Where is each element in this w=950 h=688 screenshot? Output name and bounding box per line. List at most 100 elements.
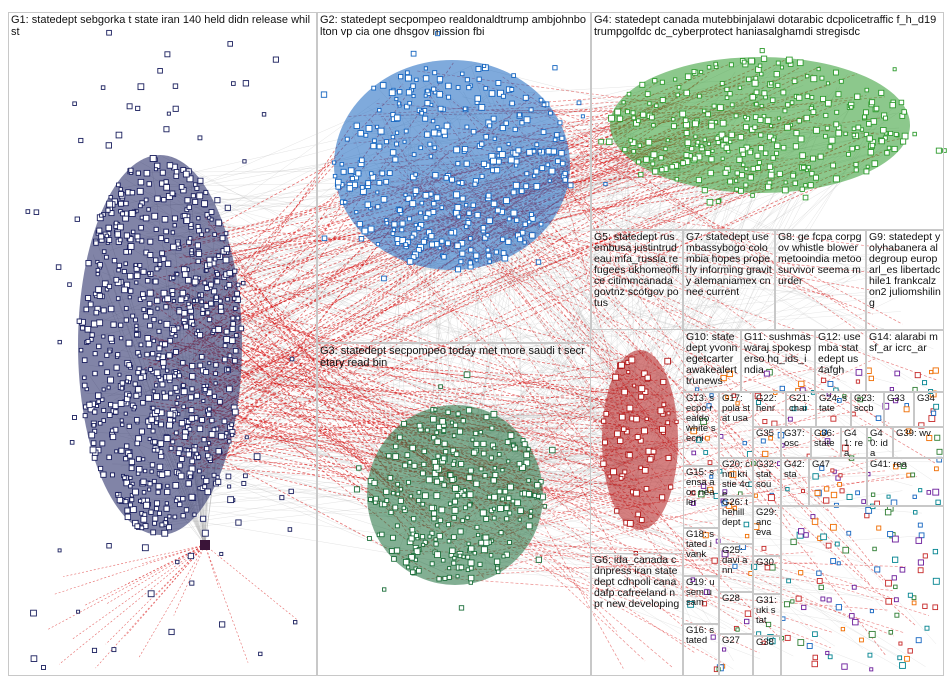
node-g2 — [321, 235, 328, 242]
node-g1 — [109, 433, 117, 441]
node-g2 — [493, 249, 499, 255]
node-g1 — [244, 435, 249, 440]
node-g1 — [107, 305, 115, 313]
gray-edge — [209, 329, 632, 405]
node-g2 — [380, 196, 388, 203]
node-g1 — [224, 431, 229, 436]
red-edge — [539, 488, 765, 640]
node-g1 — [173, 169, 180, 175]
red-edge — [508, 229, 834, 297]
node-g2 — [405, 195, 412, 202]
node-g1 — [155, 483, 162, 490]
node-g1 — [88, 431, 96, 439]
node-g5 — [643, 486, 650, 492]
node-g1 — [127, 288, 134, 294]
node-g1 — [134, 440, 141, 447]
node-g2 — [425, 88, 430, 94]
group-label-g38: G38 — [756, 638, 774, 648]
gray-edge — [482, 490, 903, 558]
node-g2 — [375, 242, 381, 247]
node-g1 — [215, 326, 223, 333]
node-g1 — [123, 232, 130, 239]
node-g1 — [137, 353, 142, 358]
node-g2 — [509, 87, 515, 92]
gray-edge — [228, 280, 644, 395]
node-g1 — [155, 489, 161, 495]
node-g2 — [474, 258, 479, 263]
node-g1 — [187, 426, 193, 432]
node-g3 — [419, 534, 426, 540]
node-g1 — [144, 278, 151, 284]
gray-edge — [147, 506, 381, 533]
node-g1 — [166, 410, 174, 418]
node-g2 — [455, 266, 462, 273]
node-g1 — [196, 216, 201, 221]
node-g1 — [149, 462, 156, 468]
red-edge — [83, 544, 206, 607]
red-edge — [168, 164, 765, 444]
node-g2 — [416, 225, 422, 231]
node-g1 — [188, 493, 196, 501]
node-g3 — [470, 437, 475, 442]
node-g1 — [86, 401, 93, 409]
node-g2 — [490, 200, 498, 208]
node-g2 — [418, 210, 423, 216]
node-g5 — [666, 411, 671, 416]
node-g1 — [107, 349, 112, 354]
red-edge — [181, 303, 633, 378]
node-g1 — [205, 452, 211, 459]
node-g1 — [115, 352, 121, 358]
red-edge — [436, 408, 833, 416]
node-g1 — [188, 221, 194, 228]
node-g2 — [474, 211, 481, 219]
node-g2 — [397, 207, 403, 213]
node-g2 — [475, 66, 482, 72]
node-g2 — [381, 275, 387, 282]
node-g2 — [488, 90, 496, 97]
node-g1 — [149, 155, 157, 162]
node-g1 — [128, 465, 135, 472]
node-g1 — [132, 405, 138, 410]
node-g1 — [95, 286, 102, 293]
group-box-g11: G11: sushmaswaraj spokesperso hq_ids_ind… — [741, 330, 815, 392]
node-g2 — [407, 216, 412, 222]
node-g3 — [496, 488, 503, 495]
red-edge — [174, 384, 643, 452]
node-g1 — [141, 490, 147, 495]
red-edge — [189, 300, 406, 504]
node-g1 — [118, 335, 124, 341]
node-g2 — [428, 154, 434, 159]
node-g5 — [607, 474, 612, 479]
node-g1 — [165, 368, 170, 373]
red-edge — [241, 370, 625, 426]
group-box-g2: G2: statedept secpompeo realdonaldtrump … — [317, 12, 591, 343]
group-label-g13: G13: secpo realdo white secni — [686, 394, 716, 444]
node-g2 — [433, 194, 441, 201]
red-edge — [201, 262, 486, 580]
group-label-g35: G35 — [756, 429, 774, 439]
group-label-g37: G37: osc — [784, 429, 808, 449]
node-g2 — [562, 170, 568, 177]
node-g5 — [644, 416, 649, 421]
node-g1 — [207, 361, 212, 366]
gray-edge — [497, 360, 623, 427]
red-edge — [543, 150, 792, 528]
node-g1 — [189, 248, 194, 253]
group-box-g34: G34 — [914, 392, 944, 427]
node-g5 — [641, 427, 648, 435]
node-g1 — [138, 224, 144, 231]
group-box-g16: G16: stated — [683, 624, 719, 676]
red-edge — [193, 191, 502, 398]
group-box-g31: G31: uki stat — [753, 594, 781, 636]
node-g1 — [107, 376, 114, 384]
node-g1 — [198, 354, 205, 360]
node-g5 — [626, 370, 631, 375]
node-g1 — [164, 295, 171, 303]
red-edge — [196, 171, 792, 391]
node-g1 — [118, 191, 124, 197]
node-g1 — [217, 298, 223, 304]
red-edge — [179, 377, 626, 450]
node-g1 — [146, 181, 152, 187]
node-g2 — [413, 222, 418, 228]
red-edge — [201, 466, 659, 499]
